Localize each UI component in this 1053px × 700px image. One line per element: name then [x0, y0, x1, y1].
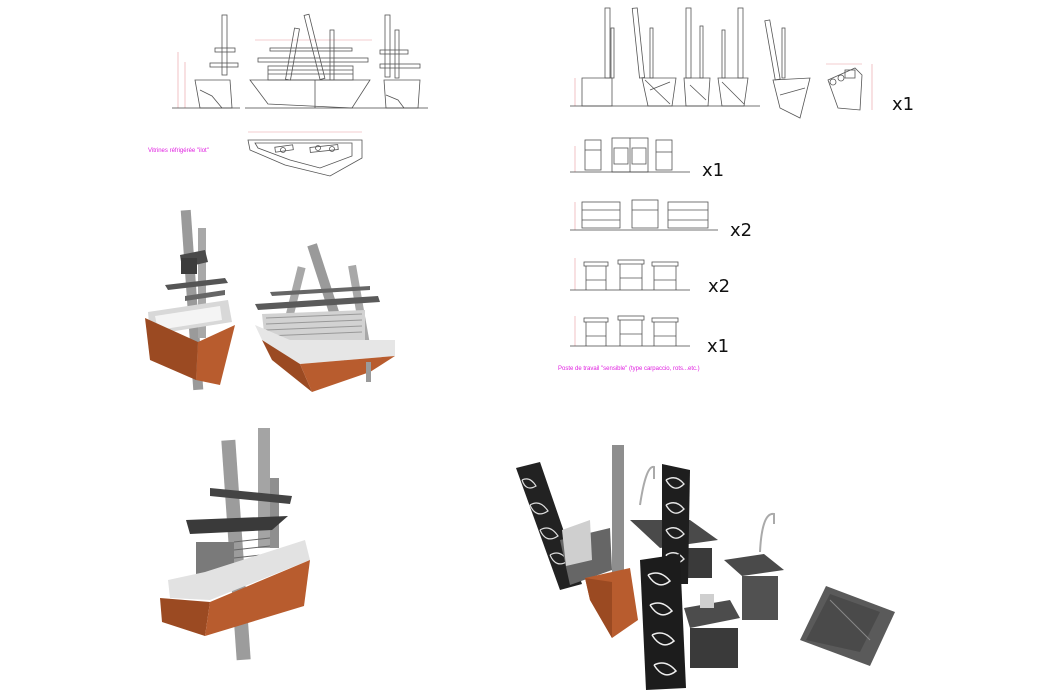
vitrine-3d-view-small-left	[145, 209, 235, 391]
vitrine-side-elevation-right	[378, 14, 428, 109]
poste-elevations-row-1: x1	[570, 7, 914, 119]
multiplier-2: x1	[702, 160, 724, 181]
faucet-back	[639, 465, 655, 506]
vitrine-caption: Vitrines réfrigérée "ilot"	[148, 148, 209, 154]
poste-elevations-row-2: x1	[570, 137, 724, 181]
vitrine-3d-view-large	[160, 428, 310, 661]
poste-caption: Poste de travail "sensible" (type carpac…	[558, 366, 700, 372]
stainless-table-front	[684, 600, 740, 628]
multiplier-1: x1	[892, 94, 914, 115]
vitrine-side-elevation-left	[172, 14, 240, 109]
vitrine-plan-view	[247, 131, 363, 177]
poste-elevations-row-4: x2	[570, 258, 730, 297]
workstations-3d-view	[516, 445, 895, 690]
stainless-table-right	[724, 554, 784, 576]
faucet-right	[759, 512, 775, 553]
vitrine-front-elevation	[245, 13, 378, 109]
multiplier-5: x1	[707, 336, 729, 357]
vitrine-elevations: Vitrines réfrigérée "ilot"	[148, 13, 428, 177]
poste-elevations-row-3: x2	[570, 199, 752, 241]
vitrine-slats	[265, 313, 363, 337]
screen-pattern-front	[647, 572, 678, 676]
multiplier-4: x2	[708, 276, 730, 297]
multiplier-3: x2	[730, 220, 752, 241]
screen-pattern-left	[521, 478, 569, 565]
poste-elevations-row-5: x1 Poste de travail "sensible" (type car…	[558, 315, 729, 372]
vitrine-3d-view-small-right	[255, 243, 395, 392]
decorative-screen-front	[640, 554, 686, 690]
